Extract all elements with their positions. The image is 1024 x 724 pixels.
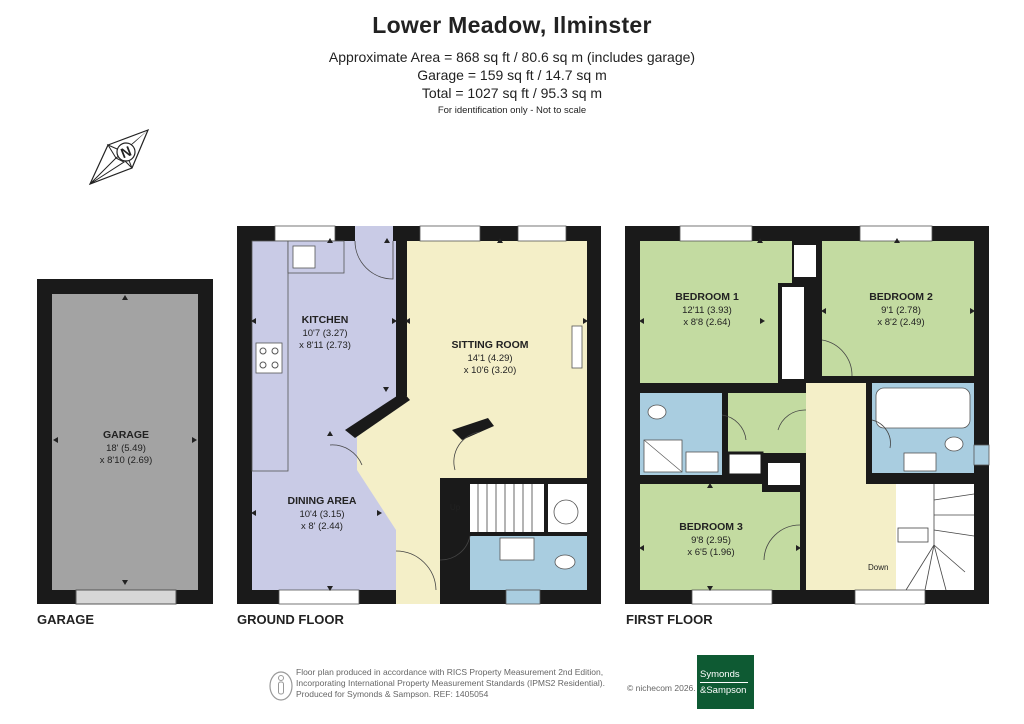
sitting-dim1: 14'1 (4.29) [467,353,512,364]
agency-logo: Symonds &Sampson [697,655,754,709]
bedroom2-name: BEDROOM 2 [869,291,933,303]
logo-line1: Symonds [700,668,740,680]
footer-line2: Incorporating International Property Mea… [296,678,605,688]
bedroom3-dim2: x 6'5 (1.96) [687,547,734,558]
ground-floor-plan: KITCHEN 10'7 (3.27) x 8'11 (2.73) DINING… [237,225,601,605]
kitchen-name: KITCHEN [302,314,349,326]
stairs-up-label: Up [450,503,461,512]
bedroom3-name: BEDROOM 3 [679,521,743,533]
approximate-area: Approximate Area = 868 sq ft / 80.6 sq m… [328,49,696,65]
dining-name: DINING AREA [287,495,356,507]
garage-area: Garage = 159 sq ft / 14.7 sq m [417,67,607,83]
footer-disclaimer: Floor plan produced in accordance with R… [296,667,605,700]
bedroom1-dim1: 12'11 (3.93) [682,305,732,316]
first-floor-label: FIRST FLOOR [626,612,713,627]
garage-plan: GARAGE 18' (5.49) x 8'10 (2.69) [37,279,213,605]
ground-floor-label: GROUND FLOOR [237,612,344,627]
dining-dim2: x 8' (2.44) [301,521,343,532]
copyright: © nichecom 2026. [627,683,696,693]
logo-line2: &Sampson [700,684,747,696]
total-area: Total = 1027 sq ft / 95.3 sq m [421,85,603,101]
bedroom2-dim1: 9'1 (2.78) [881,305,921,316]
compass-icon: N [88,128,150,186]
footer-line1: Floor plan produced in accordance with R… [296,667,604,677]
garage-name: GARAGE [103,429,149,441]
sitting-name: SITTING ROOM [452,339,529,351]
bedroom1-name: BEDROOM 1 [675,291,739,303]
stairs-down-label: Down [868,563,888,572]
garage-floor-label: GARAGE [37,612,95,627]
bedroom3-dim1: 9'8 (2.95) [691,535,731,546]
plan-title: Lower Meadow, Ilminster [372,12,652,38]
dining-dim1: 10'4 (3.15) [299,509,344,520]
kitchen-dim2: x 8'11 (2.73) [299,340,351,351]
identification-note: For identification only - Not to scale [437,105,587,116]
first-floor-plan: BEDROOM 1 12'11 (3.93) x 8'8 (2.64) BEDR… [625,225,990,605]
garage-dim2: x 8'10 (2.69) [100,455,153,466]
kitchen-dim1: 10'7 (3.27) [302,328,347,339]
bedroom1-dim2: x 8'8 (2.64) [683,317,730,328]
garage-dim1: 18' (5.49) [106,443,146,454]
bedroom2-dim2: x 8'2 (2.49) [877,317,924,328]
sitting-dim2: x 10'6 (3.20) [464,365,517,376]
logo-rule [700,681,748,683]
person-icon [269,671,293,701]
footer-line3: Produced for Symonds & Sampson. REF: 140… [296,689,489,699]
